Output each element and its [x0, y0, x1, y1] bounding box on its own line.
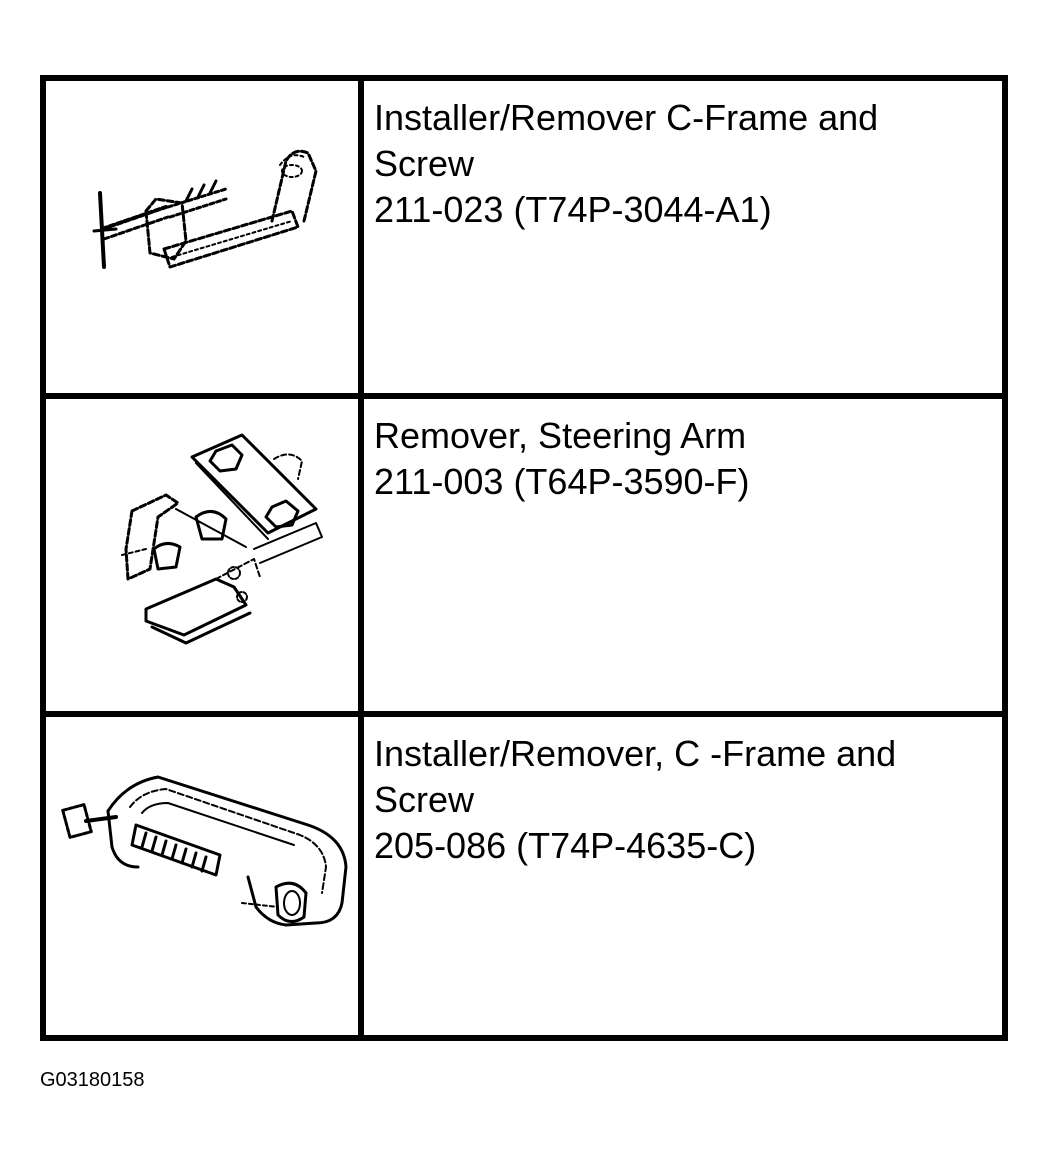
tool-name-line: Remover, Steering Arm: [374, 415, 747, 456]
tool-description-cell: Remover, Steering Arm 211-003 (T64P-3590…: [364, 399, 1002, 717]
special-tools-table: Installer/Remover C-Frame and Screw 211-…: [40, 75, 1008, 1041]
c-frame-clamp-icon: [61, 775, 348, 927]
tool-description-cell: Installer/Remover C-Frame and Screw 211-…: [364, 81, 1002, 399]
tool-name-line: Installer/Remover, C -Frame and: [374, 733, 897, 774]
tool-illustration-cell: [46, 81, 364, 399]
steering-arm-remover-icon: [121, 433, 323, 645]
tool-part-number: 211-003 (T64P-3590-F): [374, 461, 750, 502]
tool-part-number: 205-086 (T74P-4635-C): [374, 825, 757, 866]
tool-name-line: Screw: [374, 143, 475, 184]
tool-illustration-cell: [46, 717, 364, 1035]
c-frame-screw-icon: [92, 149, 318, 269]
tool-name-line: Screw: [374, 779, 475, 820]
tool-illustration-cell: [46, 399, 364, 717]
tool-part-number: 211-023 (T74P-3044-A1): [374, 189, 772, 230]
figure-code: G03180158: [40, 1069, 145, 1091]
tool-description-cell: Installer/Remover, C -Frame and Screw 20…: [364, 717, 1002, 1035]
tool-name-line: Installer/Remover C-Frame and: [374, 97, 879, 138]
